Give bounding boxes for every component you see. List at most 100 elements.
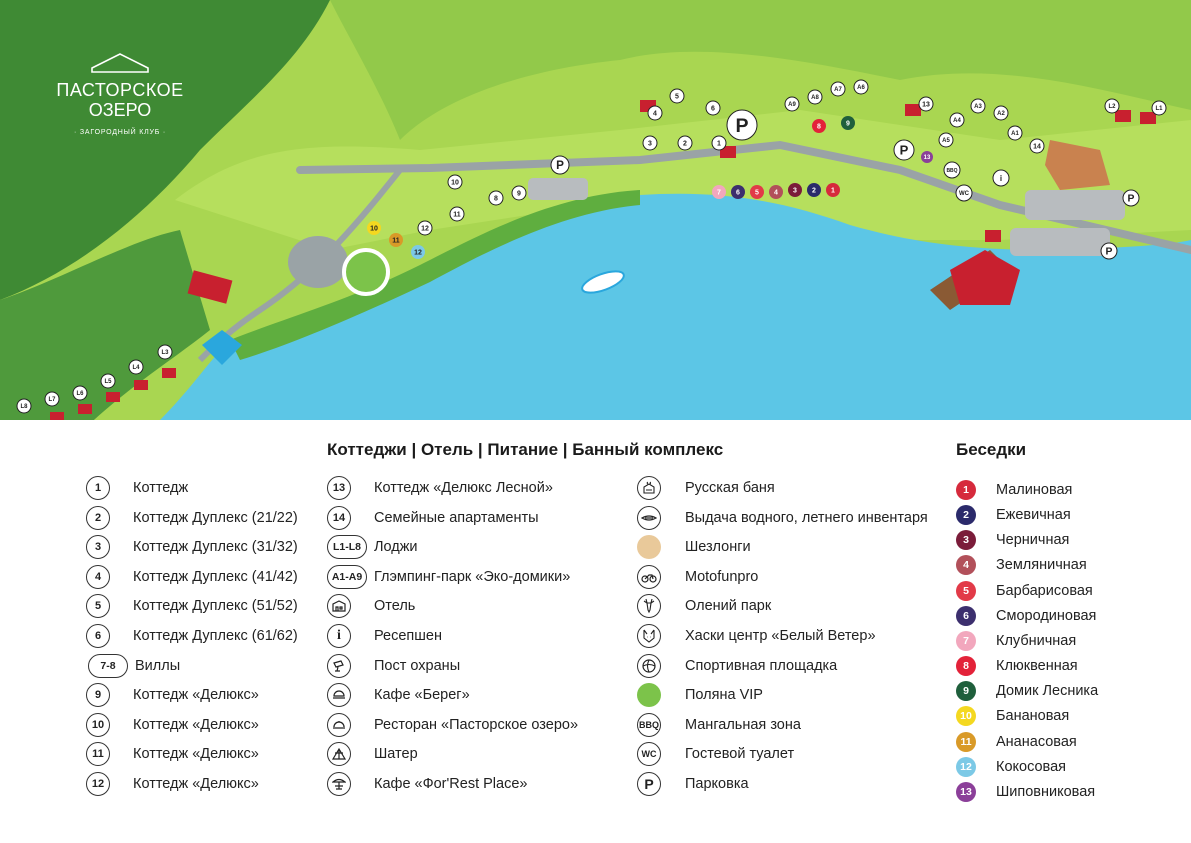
map-marker-glamping: A7 bbox=[830, 81, 846, 97]
svg-text:12: 12 bbox=[414, 249, 422, 256]
parking-oval bbox=[288, 236, 348, 288]
map-marker-gazebo: 8 bbox=[812, 119, 826, 133]
legend-label: Коттедж Дуплекс (41/42) bbox=[133, 568, 298, 585]
text: WC bbox=[637, 742, 661, 767]
legend-item-facility: Кафе «Фor'Rest Place» bbox=[327, 772, 527, 796]
legend-item-service: P Парковка bbox=[637, 772, 749, 796]
legend-label: Коттедж «Делюкс Лесной» bbox=[374, 480, 553, 496]
map-marker-cottage: 1 bbox=[711, 135, 727, 151]
legend-label: Коттедж «Делюкс» bbox=[133, 776, 259, 792]
legend-item-facility: Пост охраны bbox=[327, 653, 460, 678]
map-marker-glamping: A8 bbox=[807, 89, 823, 105]
legend-item-cottage: 3 Коттедж Дуплекс (31/32) bbox=[86, 535, 298, 560]
legend-label: Парковка bbox=[685, 776, 749, 792]
map-marker-glamping: A5 bbox=[938, 132, 954, 148]
legend-label: Шатер bbox=[374, 746, 418, 763]
sunbed-icon bbox=[637, 535, 661, 560]
number-badge-icon: 7-8 bbox=[88, 653, 128, 678]
number-badge-icon: 13 bbox=[327, 476, 351, 500]
map-logo: ПАСТОРСКОЕ ОЗЕРО · ЗАГОРОДНЫЙ КЛУБ · bbox=[56, 53, 183, 136]
svg-text:3: 3 bbox=[793, 187, 797, 194]
legend-item-facility: Кафе «Берег» bbox=[327, 683, 470, 708]
legend-label: Банановая bbox=[996, 708, 1070, 725]
svg-text:3: 3 bbox=[648, 140, 652, 147]
number-badge-icon: 5 bbox=[86, 594, 110, 619]
map-marker-glamping: A1 bbox=[1007, 125, 1023, 141]
svg-text:8: 8 bbox=[494, 195, 498, 202]
svg-text:L1: L1 bbox=[1155, 106, 1163, 112]
security-camera-icon bbox=[327, 653, 351, 678]
legend-item-service: Хаски центр «Белый Ветер» bbox=[637, 624, 876, 648]
number-badge-icon: 10 bbox=[86, 712, 110, 737]
number-badge-icon: 3 bbox=[86, 535, 110, 560]
legend-item-service: Спортивная площадка bbox=[637, 653, 837, 678]
legend-label: Спортивная площадка bbox=[685, 657, 838, 674]
motorcycle-icon bbox=[637, 564, 661, 589]
legend-panel: Коттеджи | Отель | Питание | Банный комп… bbox=[0, 420, 1191, 843]
svg-text:10: 10 bbox=[451, 179, 459, 186]
svg-text:4: 4 bbox=[653, 110, 657, 117]
svg-text:L6: L6 bbox=[76, 391, 84, 397]
number-badge-icon: 9 bbox=[86, 683, 110, 708]
legend-label: Земляничная bbox=[996, 557, 1087, 574]
map-marker-bbq: BBQ bbox=[943, 161, 961, 179]
legend-label: Кокосовая bbox=[996, 758, 1067, 775]
legend-item-service: Motofunpro bbox=[637, 564, 758, 589]
map-marker-lodge: L6 bbox=[72, 385, 88, 401]
map-marker-gazebo: 5 bbox=[750, 185, 764, 199]
map-marker-parking: P bbox=[550, 155, 570, 175]
legend-label: Коттедж «Делюкс» bbox=[133, 746, 259, 763]
legend-gazebo-title: Беседки bbox=[956, 440, 1027, 459]
legend-label: Коттедж Дуплекс (31/32) bbox=[133, 539, 298, 556]
svg-text:10: 10 bbox=[370, 225, 378, 232]
svg-text:A9: A9 bbox=[788, 102, 796, 108]
svg-text:5: 5 bbox=[755, 189, 759, 196]
parking-icon: P bbox=[637, 772, 661, 796]
forest-north bbox=[330, 0, 1191, 140]
legend-label: Ресторан «Пасторское озеро» bbox=[374, 716, 579, 733]
map-marker-info: i bbox=[992, 169, 1010, 187]
svg-text:BBQ: BBQ bbox=[946, 168, 957, 174]
hotel-roof bbox=[1045, 140, 1110, 190]
svg-text:i: i bbox=[1000, 174, 1002, 183]
legend-item-service: Шезлонги bbox=[637, 535, 751, 560]
svg-text:13: 13 bbox=[924, 155, 931, 161]
legend-label: Лоджи bbox=[374, 539, 418, 556]
restaurant-cloche-icon bbox=[327, 712, 351, 737]
svg-text:P: P bbox=[1128, 194, 1135, 205]
map-marker-wc: WC bbox=[955, 184, 973, 202]
number-badge-icon: 12 bbox=[86, 772, 110, 796]
legend-label: Барбарисовая bbox=[996, 582, 1093, 599]
legend-label: Коттедж bbox=[133, 480, 189, 496]
legend-item-facility: 13 Коттедж «Делюкс Лесной» bbox=[327, 476, 553, 500]
svg-text:P: P bbox=[556, 159, 564, 172]
map-marker-gazebo: 7 bbox=[712, 185, 726, 199]
map-marker-lodge: L1 bbox=[1151, 100, 1167, 116]
legend-label: Клюквенная bbox=[996, 658, 1078, 675]
map-marker-parking: P bbox=[893, 139, 915, 161]
map-marker-cottage: 8 bbox=[488, 190, 504, 206]
boat-rental-icon bbox=[637, 505, 661, 530]
legend-label: Ресепшен bbox=[374, 628, 442, 644]
map-marker-cottage: 3 bbox=[642, 135, 658, 151]
cafe-umbrella-icon bbox=[327, 772, 351, 796]
map-marker-gazebo: 3 bbox=[788, 183, 802, 197]
number-badge-icon: 14 bbox=[327, 505, 351, 530]
legend-item-service: Выдача водного, летнего инвентаря bbox=[637, 505, 928, 530]
legend-label: Шезлонги bbox=[685, 539, 751, 556]
legend-label: Кафе «Берег» bbox=[374, 687, 470, 704]
map-marker-cottage: 13 bbox=[918, 96, 934, 112]
vip-meadow bbox=[342, 248, 390, 296]
legend-item-service: Олений парк bbox=[637, 594, 771, 619]
map-marker-gazebo: 10 bbox=[367, 221, 381, 235]
